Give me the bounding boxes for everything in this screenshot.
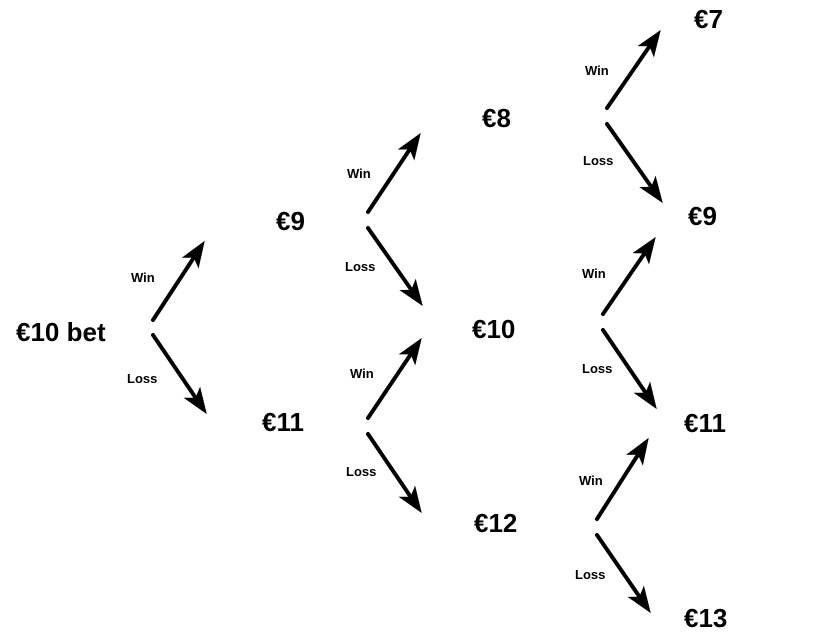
arrow-shaft	[151, 333, 197, 399]
edge-label-win: Win	[131, 270, 155, 285]
edge-label-loss: Loss	[127, 371, 157, 386]
edge-l2-mid-to-l3-3: Loss	[582, 328, 657, 410]
edge-l1-top-to-l2-top: Win	[347, 132, 421, 214]
node-l1-bottom: €11	[262, 407, 304, 437]
node-root: €10 bet	[16, 317, 106, 347]
arrow-head-icon	[399, 278, 423, 307]
arrow-head-icon	[627, 585, 651, 614]
edge-l2-bottom-to-l3-3: Win	[579, 437, 649, 521]
arrow-shaft	[366, 353, 412, 420]
edge-root-to-l1-bottom: Loss	[127, 333, 207, 415]
arrow-shaft	[366, 226, 413, 291]
edges-layer: WinLossWinLossWinLossWinLossWinLossWinLo…	[127, 29, 663, 614]
edge-label-win: Win	[579, 473, 603, 488]
edge-label-win: Win	[582, 266, 606, 281]
arrow-head-icon	[639, 175, 663, 204]
node-l3-4: €13	[684, 603, 727, 633]
node-l2-top: €8	[482, 103, 511, 133]
arrow-head-icon	[637, 29, 661, 58]
edge-label-win: Win	[585, 63, 609, 78]
arrow-head-icon	[632, 236, 656, 265]
arrow-head-icon	[398, 485, 422, 514]
edge-l2-top-to-l3-2: Loss	[583, 122, 663, 204]
arrow-head-icon	[181, 240, 205, 269]
arrow-shaft	[366, 148, 411, 214]
arrow-shaft	[366, 432, 412, 498]
edge-l1-top-to-l2-mid: Loss	[345, 226, 423, 307]
arrow-head-icon	[633, 381, 657, 410]
node-l3-2: €9	[688, 201, 717, 231]
node-l3-1: €7	[694, 4, 723, 34]
edge-l1-bottom-to-l2-bottom: Loss	[346, 432, 422, 514]
arrow-shaft	[605, 122, 653, 188]
edge-l2-bottom-to-l3-4: Loss	[575, 533, 651, 614]
node-l1-top: €9	[276, 206, 305, 236]
arrow-head-icon	[397, 132, 421, 161]
node-l2-bottom: €12	[474, 508, 517, 538]
edge-l1-bottom-to-l2-mid: Win	[350, 337, 422, 420]
arrow-head-icon	[398, 337, 422, 366]
edge-l2-top-to-l3-1: Win	[585, 29, 661, 110]
nodes-layer: €10 bet €9 €11 €8 €10 €12 €7 €9 €11 €13	[16, 4, 727, 633]
arrow-shaft	[601, 252, 646, 316]
edge-label-loss: Loss	[582, 361, 612, 376]
node-l3-3: €11	[684, 408, 726, 438]
arrow-shaft	[595, 533, 641, 598]
arrow-shaft	[605, 45, 651, 110]
edge-l2-mid-to-l3-2: Win	[582, 236, 656, 316]
node-l2-mid: €10	[472, 314, 515, 344]
edge-label-loss: Loss	[575, 567, 605, 582]
edge-root-to-l1-top: Win	[131, 240, 205, 322]
arrow-head-icon	[625, 437, 649, 466]
arrow-head-icon	[183, 386, 207, 415]
arrow-shaft	[595, 453, 640, 521]
edge-label-loss: Loss	[346, 464, 376, 479]
arrow-shaft	[151, 256, 196, 322]
edge-label-win: Win	[347, 166, 371, 181]
edge-label-win: Win	[350, 366, 374, 381]
edge-label-loss: Loss	[583, 153, 613, 168]
edge-label-loss: Loss	[345, 259, 375, 274]
arrow-shaft	[601, 328, 647, 394]
